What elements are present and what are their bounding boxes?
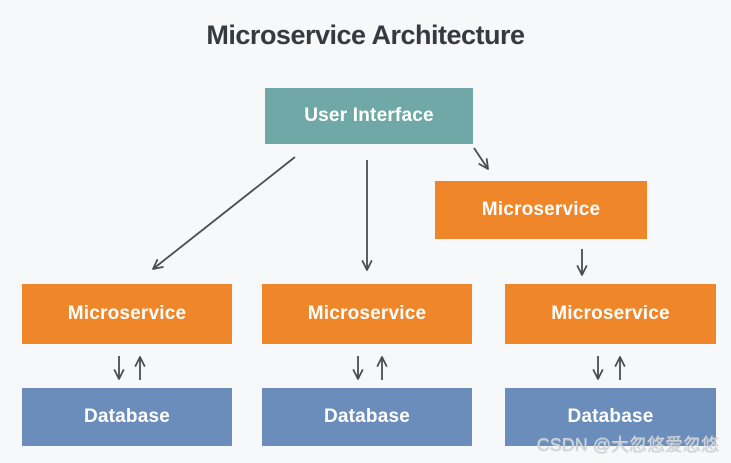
node-user-interface: User Interface (265, 88, 473, 144)
diagram-title: Microservice Architecture (206, 20, 525, 50)
arrow-ui-to-microservice-left (152, 156, 296, 270)
node-database-right: Database (505, 388, 716, 446)
node-microservice-left: Microservice (22, 284, 232, 344)
arrow-ui-to-microservice-gateway (473, 147, 489, 170)
node-microservice-middle: Microservice (262, 284, 472, 344)
node-microservice-right: Microservice (505, 284, 716, 344)
node-database-left: Database (22, 388, 232, 446)
node-database-middle: Database (262, 388, 472, 446)
node-microservice-gateway: Microservice (435, 181, 647, 239)
watermark: CSDN @大忽悠爱忽悠 (536, 435, 719, 455)
